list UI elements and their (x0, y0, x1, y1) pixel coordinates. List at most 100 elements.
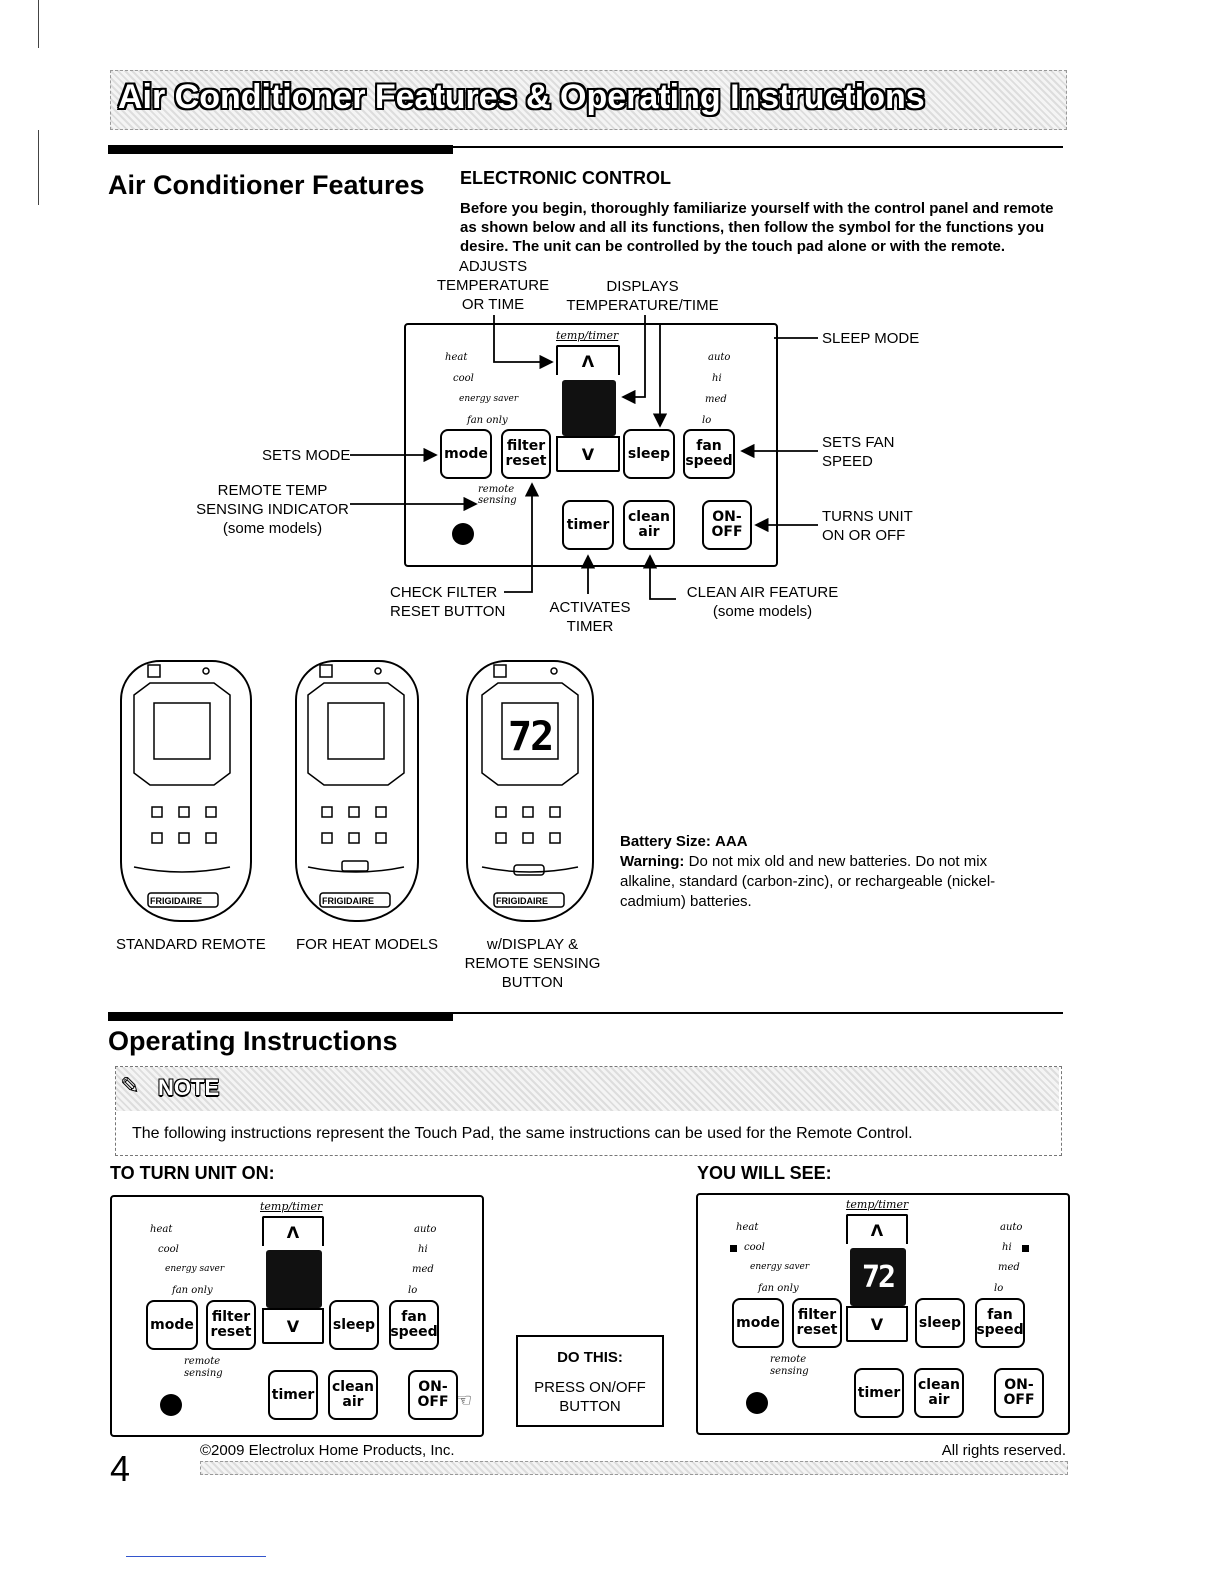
display-readout: 72 (861, 1259, 896, 1295)
bottom-link-line (126, 1556, 266, 1557)
timer-button[interactable]: timer (562, 500, 614, 550)
mode-energy-saver: energy saver (459, 394, 519, 404)
copyright: ©2009 Electrolux Home Products, Inc. (200, 1442, 455, 1459)
callout-remote-temp: REMOTE TEMP SENSING INDICATOR (some mode… (196, 482, 349, 537)
margin-line (38, 130, 39, 205)
temp-timer-label: temp/timer (846, 1198, 909, 1211)
sleep-button[interactable]: sleep (623, 429, 675, 479)
margin-line (38, 0, 39, 48)
temp-timer-label: temp/timer (260, 1200, 323, 1213)
section-rule (108, 145, 453, 154)
page-title: Air Conditioner Features & Operating Ins… (118, 78, 925, 116)
mode-fan-only: fan only (467, 415, 508, 426)
note-bar (116, 1067, 1059, 1111)
speed-lo: lo (408, 1285, 418, 1296)
pointing-hand-icon: ☜ (456, 1390, 473, 1410)
speed-lo: lo (702, 415, 712, 426)
turn-on-heading: TO TURN UNIT ON: (110, 1163, 275, 1183)
remote-display-readout: 72 (508, 714, 554, 760)
section-rule (108, 1012, 453, 1021)
speed-med: med (705, 394, 727, 405)
timer-button[interactable]: timer (268, 1370, 318, 1420)
sleep-button[interactable]: sleep (329, 1300, 379, 1350)
temp-down-button[interactable]: V (556, 436, 620, 472)
hi-indicator (1022, 1245, 1029, 1252)
section-rule (453, 146, 1063, 148)
label-display-remote: w/DISPLAY & REMOTE SENSING BUTTON (464, 936, 601, 991)
temp-up-button[interactable]: Λ (846, 1214, 908, 1244)
speed-hi: hi (418, 1244, 428, 1255)
mode-fan-only: fan only (758, 1283, 799, 1294)
mode-cool: cool (158, 1244, 179, 1255)
do-this-step: PRESS ON/OFF BUTTON (534, 1379, 646, 1415)
do-this-title: DO THIS: (557, 1349, 623, 1366)
callout-lines (350, 315, 818, 600)
mode-fan-only: fan only (172, 1285, 213, 1296)
callout-clean-air: CLEAN AIR FEATURE (some models) (686, 584, 839, 620)
temperature-display (266, 1250, 322, 1308)
callout-sleep-mode: SLEEP MODE (822, 330, 920, 347)
operating-heading: Operating Instructions (108, 1026, 398, 1056)
callout-displays: DISPLAYS TEMPERATURE/TIME (566, 278, 719, 314)
do-this-box: DO THIS: PRESS ON/OFF BUTTON (516, 1335, 664, 1427)
intro-paragraph: Before you begin, thoroughly familiarize… (460, 200, 1054, 255)
mode-energy-saver: energy saver (165, 1264, 225, 1274)
pin-icon: ✎ (120, 1073, 141, 1100)
footer-bar (200, 1461, 1068, 1475)
you-will-see-heading: YOU WILL SEE: (697, 1163, 832, 1183)
mode-energy-saver: energy saver (750, 1262, 810, 1272)
on-off-button[interactable]: ON-OFF (994, 1368, 1044, 1418)
remote-details (133, 664, 579, 908)
remote-sensing-indicator (746, 1392, 768, 1414)
temp-up-button[interactable]: Λ (262, 1216, 324, 1246)
mode-button[interactable]: mode (440, 429, 492, 479)
callout-turns-unit: TURNS UNIT ON OR OFF (822, 508, 913, 544)
note-title: NOTE (158, 1075, 220, 1100)
temp-down-button[interactable]: V (846, 1306, 908, 1342)
speed-lo: lo (994, 1283, 1004, 1294)
mode-heat: heat (445, 352, 468, 363)
mode-cool: cool (744, 1242, 765, 1253)
callout-activates-timer: ACTIVATES TIMER (549, 599, 631, 635)
callout-check-filter: CHECK FILTER RESET BUTTON (390, 584, 506, 620)
sleep-button[interactable]: sleep (915, 1298, 965, 1348)
speed-auto: auto (708, 352, 731, 363)
mode-button[interactable]: mode (146, 1300, 198, 1350)
electronic-control-heading: ELECTRONIC CONTROL (460, 168, 671, 188)
timer-button[interactable]: timer (854, 1368, 904, 1418)
mode-button[interactable]: mode (732, 1298, 784, 1348)
page-number: 4 (110, 1448, 131, 1489)
temp-down-button[interactable]: V (262, 1308, 324, 1344)
features-heading: Air Conditioner Features (108, 170, 425, 200)
speed-med: med (998, 1262, 1020, 1273)
speed-auto: auto (1000, 1222, 1023, 1233)
mode-cool: cool (453, 373, 474, 384)
remote-brand: FRIGIDAIRE (322, 896, 375, 906)
temp-up-button[interactable]: Λ (556, 345, 620, 375)
temperature-display: 72 (850, 1248, 906, 1306)
mode-heat: heat (150, 1224, 173, 1235)
callout-sets-mode: SETS MODE (262, 447, 351, 464)
remote-sensing-indicator (452, 523, 474, 545)
speed-hi: hi (1002, 1242, 1012, 1253)
battery-info: Battery Size: AAA Warning: Do not mix ol… (620, 833, 996, 910)
label-standard-remote: STANDARD REMOTE (116, 936, 266, 953)
speed-med: med (412, 1264, 434, 1275)
on-off-button[interactable]: ON-OFF (408, 1370, 458, 1420)
temp-timer-label: temp/timer (556, 329, 619, 342)
temperature-display (562, 380, 616, 436)
note-text: The following instructions represent the… (132, 1125, 913, 1142)
on-off-button[interactable]: ON-OFF (702, 500, 752, 550)
callout-adjusts: ADJUSTS TEMPERATURE OR TIME (436, 258, 550, 313)
